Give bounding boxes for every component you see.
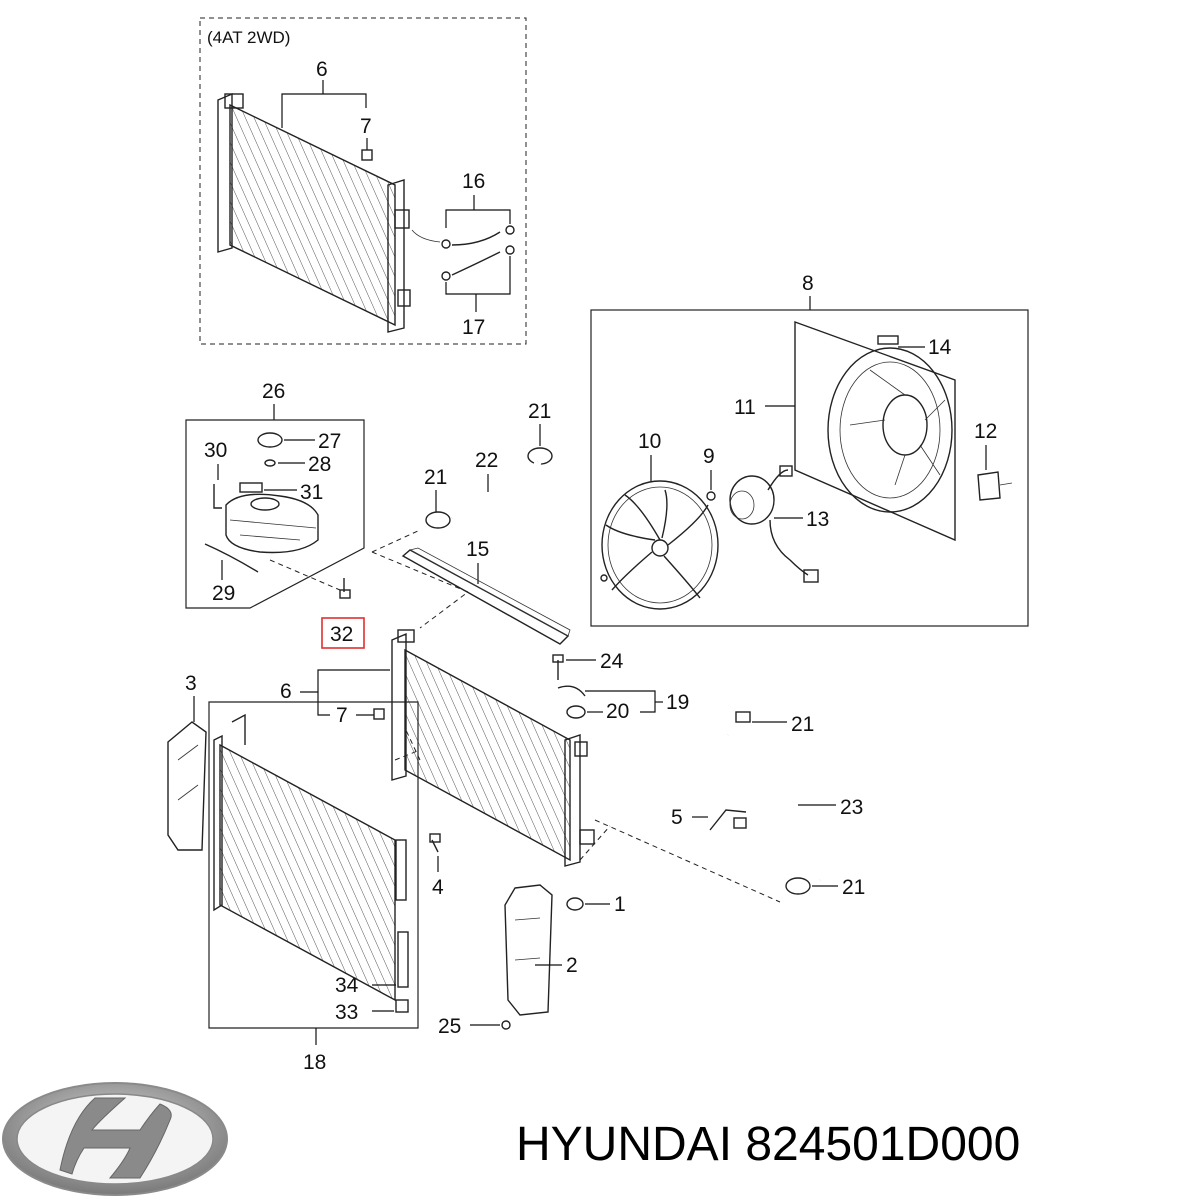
- callout-21-b: 21: [424, 466, 447, 489]
- callout-33: 33: [335, 1001, 358, 1024]
- callout-4: 4: [432, 876, 444, 899]
- callout-28: 28: [308, 453, 331, 476]
- receiver-drier: [397, 931, 409, 988]
- callout-26: 26: [262, 380, 285, 403]
- callout-19: 19: [666, 691, 689, 714]
- callout-34: 34: [335, 974, 359, 997]
- callout-7-mid: 7: [336, 704, 348, 727]
- callout-23: 23: [840, 796, 863, 819]
- air-guard-right: [504, 884, 553, 1016]
- callout-31: 31: [300, 481, 323, 504]
- callout-15: 15: [466, 538, 489, 561]
- callout-24: 24: [600, 650, 624, 673]
- callout-5: 5: [671, 806, 683, 829]
- callout-29: 29: [212, 582, 235, 605]
- callout-1: 1: [614, 893, 626, 916]
- callout-30: 30: [204, 439, 227, 462]
- callout-17: 17: [462, 316, 485, 339]
- callout-11: 11: [734, 396, 756, 419]
- callout-32-highlight: [321, 617, 365, 649]
- air-guard-left: [167, 721, 207, 851]
- callout-7-top: 7: [360, 115, 372, 138]
- cooling-fan: [601, 480, 719, 610]
- callout-21-c: 21: [791, 713, 814, 736]
- callout-22: 22: [475, 449, 498, 472]
- callout-21-a: 21: [528, 400, 551, 423]
- callout-10: 10: [638, 430, 661, 453]
- callout-13: 13: [806, 508, 829, 531]
- callout-9: 9: [703, 445, 715, 468]
- fan-assembly-frame: [590, 309, 1029, 627]
- callout-8: 8: [802, 272, 814, 295]
- callout-6-mid: 6: [280, 680, 292, 703]
- callout-27: 27: [318, 430, 341, 453]
- reservoir-assembly: 26 27 28 30 31 29 32: [185, 380, 365, 649]
- radiator-top: [217, 92, 411, 333]
- brand-part-number: HYUNDAI 824501D000: [516, 1118, 1020, 1171]
- callout-25: 25: [438, 1015, 461, 1038]
- callout-20: 20: [606, 700, 629, 723]
- inset-note: (4AT 2WD): [207, 28, 290, 47]
- callout-32: 32: [330, 623, 353, 646]
- callout-14: 14: [928, 336, 952, 359]
- callout-3: 3: [185, 672, 197, 695]
- condenser: [213, 713, 407, 1002]
- callout-21-d: 21: [842, 876, 865, 899]
- callout-18: 18: [303, 1051, 326, 1074]
- fan-motor: [729, 465, 819, 583]
- callout-2: 2: [566, 954, 578, 977]
- fan-assembly: 8 14 11 12 10: [590, 272, 1029, 627]
- callout-16: 16: [462, 170, 485, 193]
- mounting-bar: [401, 549, 570, 645]
- inset-4at-2wd: (4AT 2WD) 6 7 16 17: [199, 17, 527, 345]
- coolant-reservoir: [225, 493, 319, 554]
- callout-6-top: 6: [316, 58, 328, 81]
- condenser-frame: [208, 701, 419, 1029]
- hyundai-logo: [2, 1082, 228, 1196]
- lower-hose: [726, 734, 826, 881]
- reservoir-frame: [185, 419, 365, 609]
- main-radiator: [391, 629, 595, 867]
- inset-frame: [199, 17, 527, 345]
- fan-shroud: [794, 321, 956, 542]
- callout-12: 12: [974, 420, 997, 443]
